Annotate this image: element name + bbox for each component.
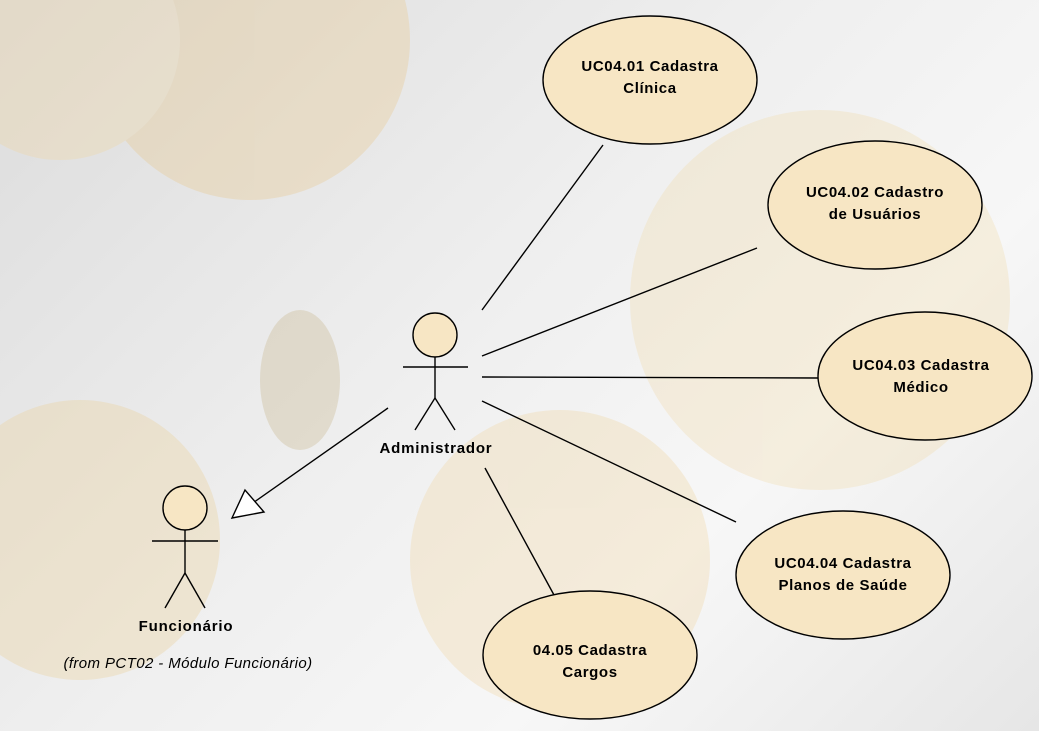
uc0404-line1: UC04.04 Cadastra [774, 555, 911, 572]
uc0403-line2: Médico [893, 379, 948, 396]
uc0402-line1: UC04.02 Cadastro [806, 184, 944, 201]
association-uc0405 [484, 467, 555, 596]
bg-pill-shape [0, 400, 220, 680]
actor-administrador-label: Administrador [380, 440, 493, 457]
uc0404-line2: Planos de Saúde [778, 577, 907, 594]
use-case-uc0402[interactable]: UC04.02 Cadastro de Usuários [767, 140, 983, 270]
uc0401-line1: UC04.01 Cadastra [581, 58, 718, 75]
use-case-uc0401[interactable]: UC04.01 Cadastra Clínica [542, 15, 758, 145]
uc0401-line2: Clínica [623, 80, 676, 97]
use-case-uc0404[interactable]: UC04.04 Cadastra Planos de Saúde [735, 510, 951, 640]
association-uc0402 [481, 247, 758, 357]
association-uc0404 [481, 400, 737, 523]
uc0405-line1: 04.05 Cadastra [533, 642, 647, 659]
association-uc0401 [481, 144, 604, 311]
use-case-uc0405[interactable]: 04.05 Cadastra Cargos [482, 590, 698, 720]
generalization-arrow [230, 407, 389, 519]
bg-pill-shape [90, 0, 410, 200]
stick-figure-icon [403, 312, 468, 431]
stick-figure-icon [152, 485, 218, 609]
bg-pill-shape [0, 0, 180, 160]
actor-funcionario-label: Funcionário [139, 618, 234, 635]
actor-administrador[interactable]: Administrador [380, 312, 493, 457]
use-case-uc0403[interactable]: UC04.03 Cadastra Médico [817, 311, 1033, 441]
uc0405-line2: Cargos [562, 664, 617, 681]
actor-funcionario-package-note: (from PCT02 - Módulo Funcionário) [63, 655, 312, 672]
uc0403-line1: UC04.03 Cadastra [852, 357, 989, 374]
association-uc0403 [481, 376, 819, 379]
actor-funcionario[interactable]: Funcionário (from PCT02 - Módulo Funcion… [63, 485, 312, 672]
bg-pill-shape [260, 310, 340, 450]
uc0402-line2: de Usuários [829, 206, 921, 223]
